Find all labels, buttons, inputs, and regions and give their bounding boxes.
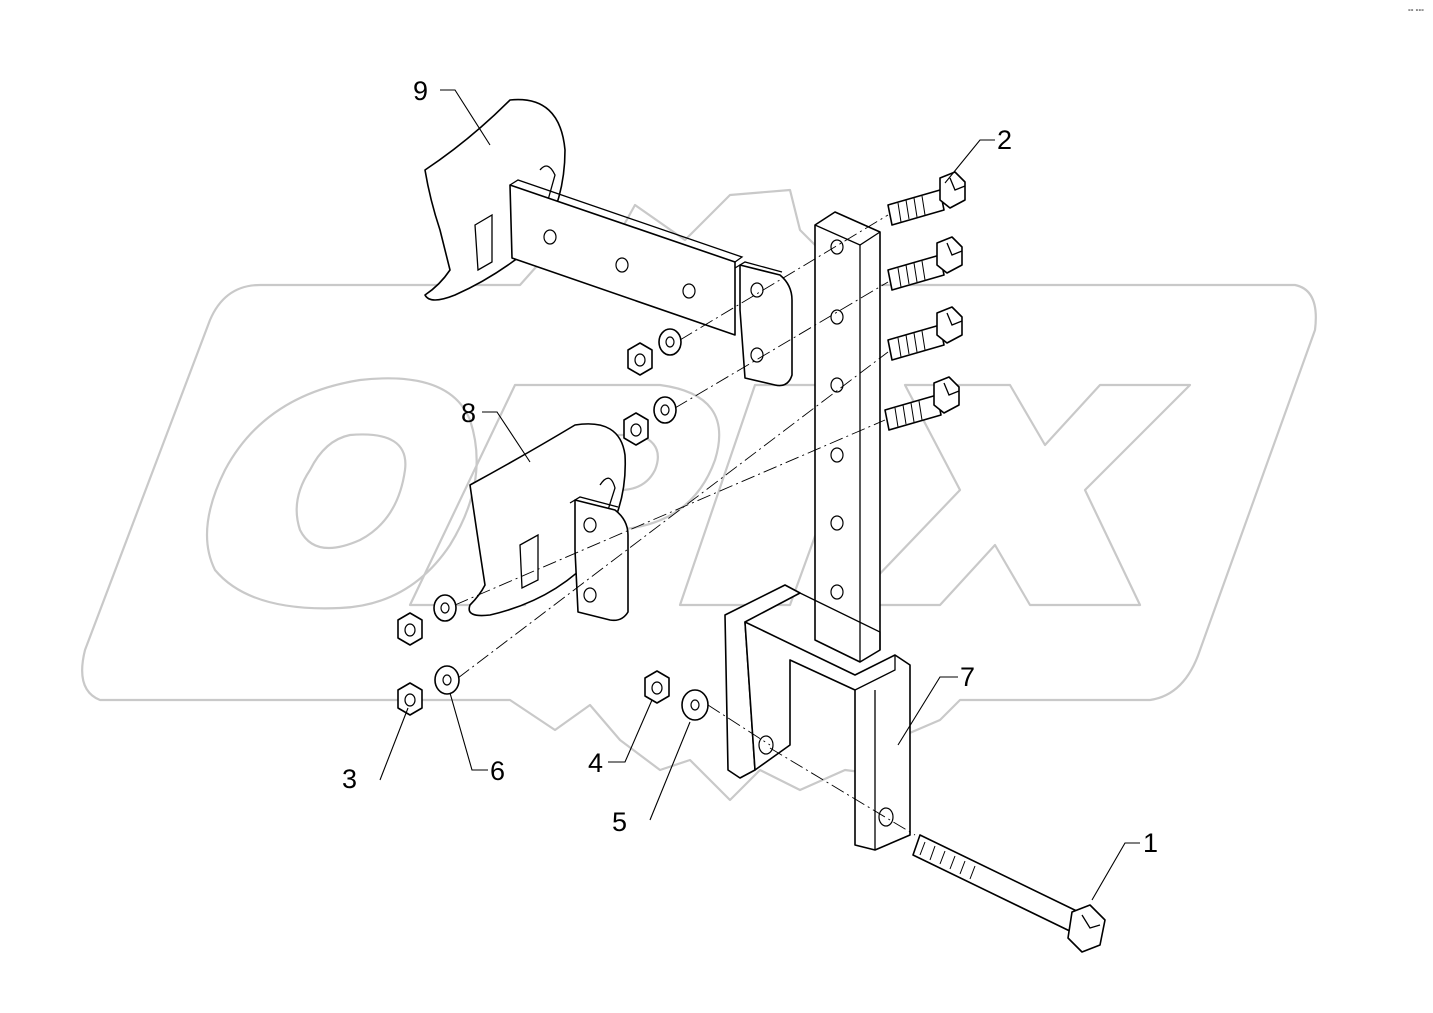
bolt-2b [887, 236, 963, 291]
leader-5 [649, 721, 691, 821]
callout-7: 7 [960, 662, 975, 692]
callout-9: 9 [413, 76, 428, 106]
callout-1: 1 [1143, 828, 1158, 858]
leader-7 [897, 676, 958, 746]
leader-1 [1091, 842, 1140, 901]
callout-labels: 9 2 8 7 1 3 6 4 5 [342, 76, 1158, 858]
leader-3 [379, 707, 409, 781]
part-8-curved-guard [468, 423, 627, 617]
leader-8 [482, 411, 531, 463]
watermark-gear-outline [81, 188, 1317, 802]
nuts-and-washers [397, 328, 709, 721]
assembly-centerlines [454, 214, 916, 836]
callout-8: 8 [461, 398, 476, 428]
callout-4: 4 [588, 748, 603, 778]
bolt-2a [887, 171, 966, 226]
bolt-2c [887, 306, 963, 361]
leader-4 [608, 699, 653, 763]
callout-5: 5 [612, 807, 627, 837]
leader-6 [449, 692, 488, 771]
bolt-2d [884, 376, 960, 431]
part-9-curved-guard [424, 98, 566, 301]
leader-2 [944, 139, 995, 184]
part-8-lower-bracket [468, 423, 629, 622]
callout-leaders [379, 89, 1140, 901]
part-8-mount-plate [574, 499, 629, 622]
part-1-long-bolt [912, 834, 1106, 953]
callout-3: 3 [342, 764, 357, 794]
part-7-upright-with-clamp [724, 211, 911, 851]
part-9-upper-bracket [424, 98, 793, 387]
part-2-bolts [884, 171, 966, 431]
callout-2: 2 [997, 125, 1012, 155]
leader-9 [440, 89, 491, 146]
part-9-mount-plate [739, 264, 793, 387]
watermark-letter-o [205, 377, 478, 610]
callout-6: 6 [490, 756, 505, 786]
corner-mark: °° °°° [1408, 8, 1424, 16]
part-7-upright-bar [814, 211, 881, 663]
